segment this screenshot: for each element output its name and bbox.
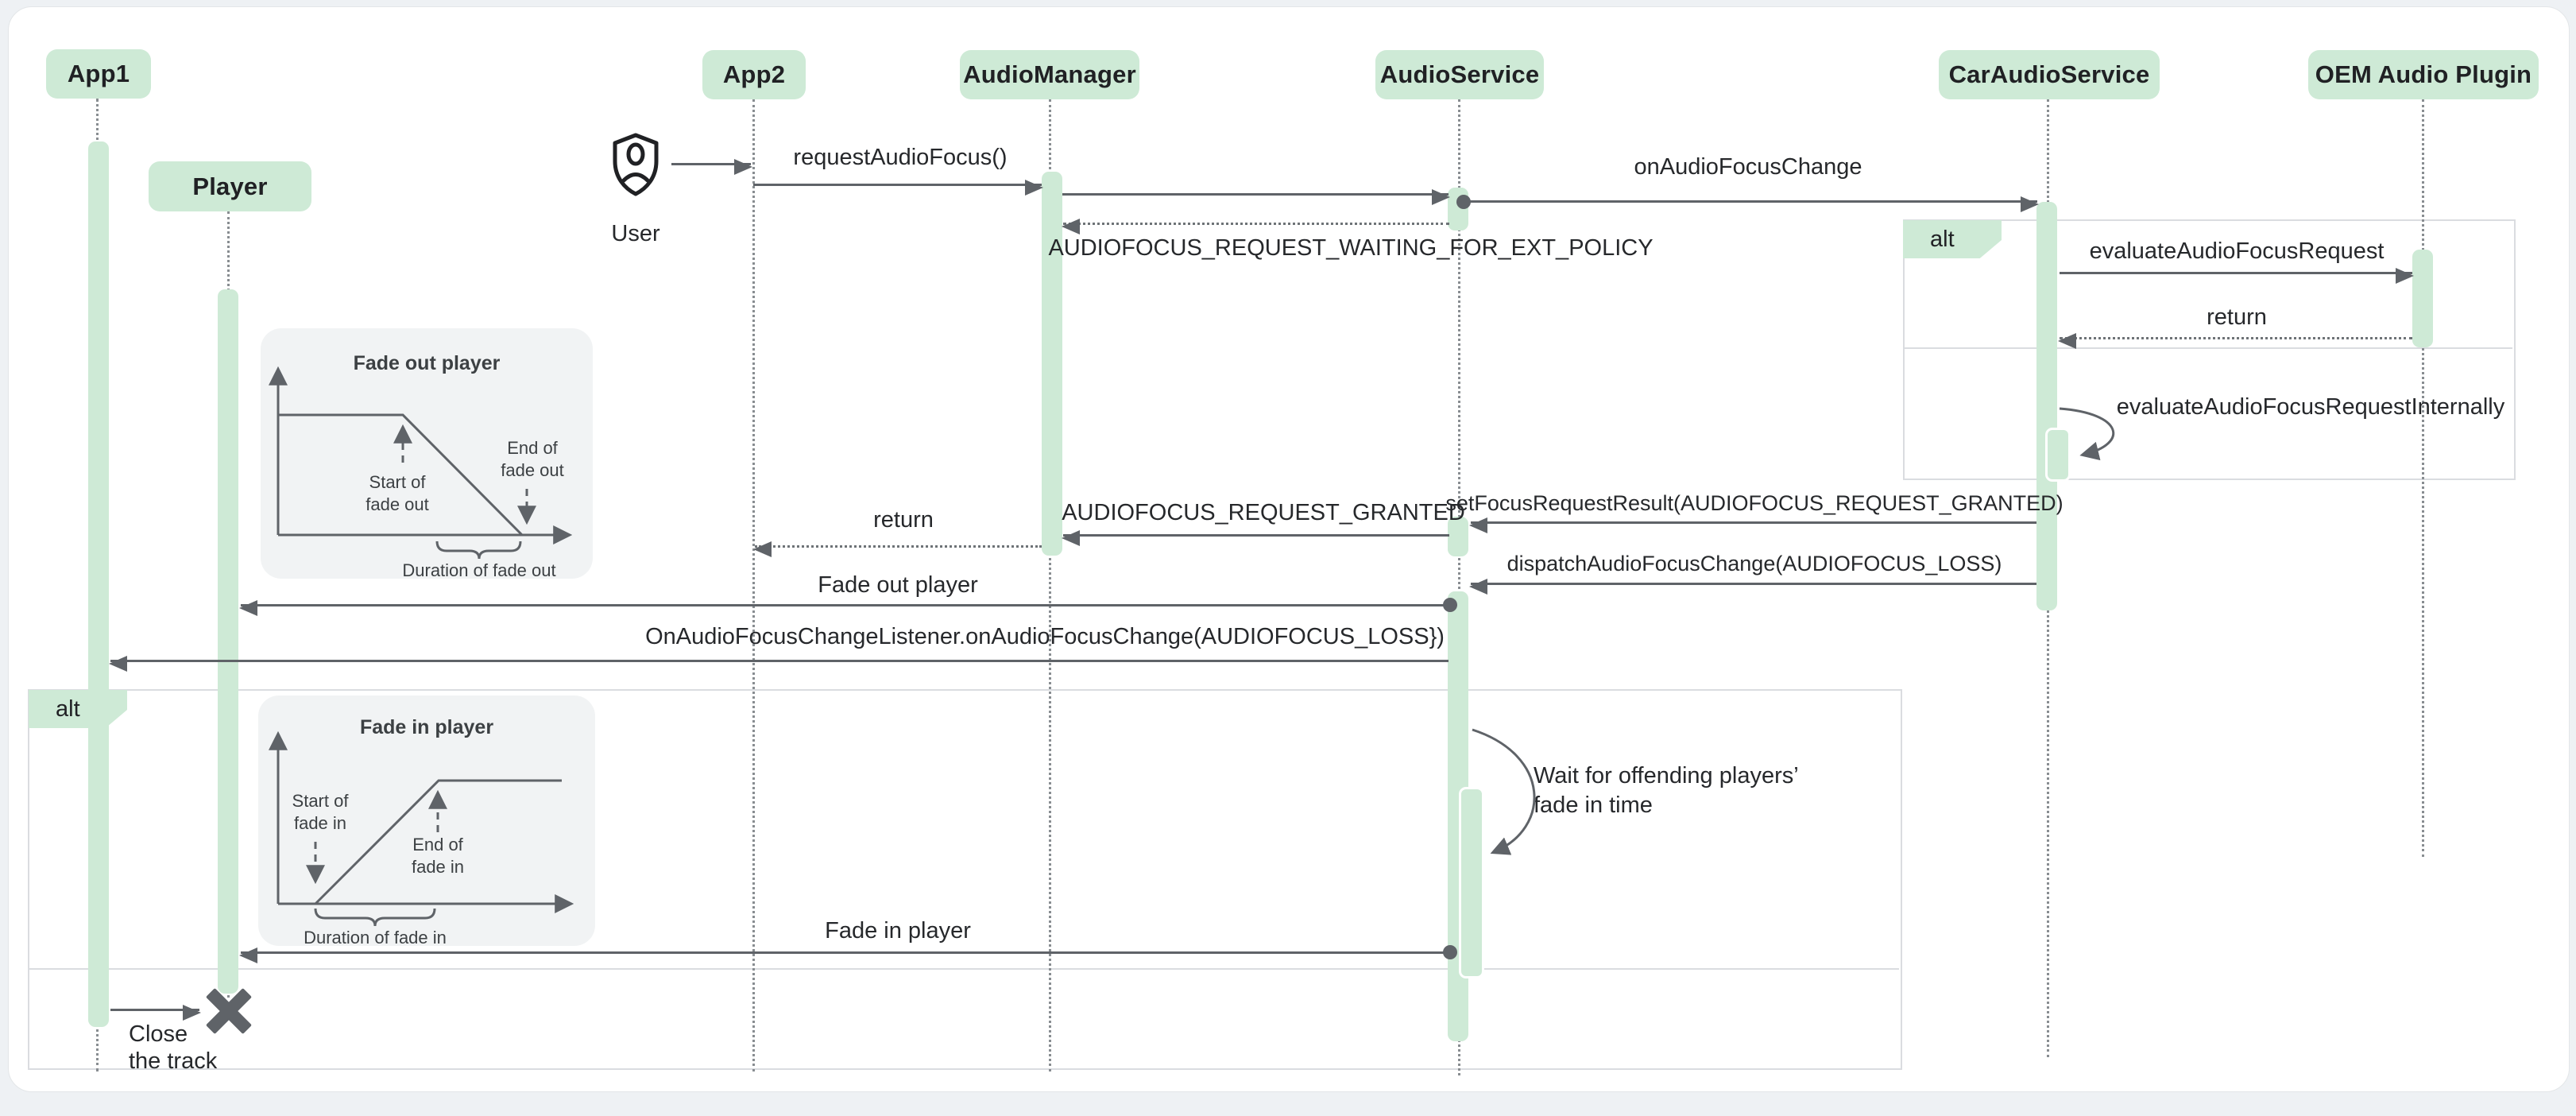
wait-note: Wait for offending players’ fade in time: [1534, 761, 1799, 820]
fade-out-inset: Fade out player Start of fade out End of…: [261, 328, 593, 580]
message-set-focus-result-label: setFocusRequestResult(AUDIOFOCUS_REQUEST…: [1445, 491, 2064, 515]
fade-in-duration-label: Duration of fade in: [304, 928, 447, 946]
fade-in-start-label: Start of: [292, 791, 350, 811]
lifeline-app2: [752, 99, 755, 1071]
wait-note-line2: fade in time: [1534, 792, 1653, 818]
fade-out-start-label: Start of: [369, 472, 427, 492]
actor-user-label: User: [611, 221, 660, 246]
fade-out-origin-dot: [1443, 598, 1457, 612]
fade-out-end-label: End of: [507, 438, 558, 458]
manager-to-service-arrow: [1062, 188, 1450, 205]
alt-fragment-top: [1903, 219, 2516, 480]
message-focus-change-listener-label: OnAudioFocusChangeListener.onAudioFocusC…: [645, 624, 1445, 649]
fade-in-origin-dot: [1443, 945, 1457, 959]
alt-fragment-top-label: alt: [1930, 226, 1955, 252]
fade-out-start-label2: fade out: [366, 494, 429, 514]
message-evaluate-return-arrow: [2058, 332, 2412, 349]
lifeline-audio-manager: [1049, 99, 1051, 1071]
participant-audio-service: AudioService: [1375, 50, 1544, 99]
activation-audio-manager: [1042, 172, 1062, 556]
participant-player: Player: [149, 161, 311, 211]
alt-fragment-bottom-chip: alt: [29, 690, 127, 728]
wait-note-line1: Wait for offending players’: [1534, 763, 1799, 789]
close-track-line1: Close: [129, 1021, 188, 1047]
message-fade-in-player-label: Fade in player: [825, 918, 971, 944]
participant-car-audio-service: CarAudioService: [1939, 50, 2160, 99]
alt-fragment-bottom-label: alt: [56, 696, 80, 722]
participant-app1: App1: [46, 49, 151, 99]
lifeline-audio-service: [1458, 99, 1460, 1075]
participant-car-audio-service-label: CarAudioService: [1948, 60, 2150, 88]
activation-app1: [88, 141, 109, 1027]
fade-in-inset: Fade in player Start of fade in End of f…: [258, 696, 595, 947]
participant-oem-audio-plugin-label: OEM Audio Plugin: [2315, 60, 2532, 88]
activation-player: [218, 289, 238, 994]
message-close-track-arrow: [110, 1004, 201, 1021]
participant-app1-label: App1: [67, 60, 130, 87]
user-to-app2-arrow: [671, 158, 752, 175]
message-fade-in-player-arrow: [239, 947, 1449, 963]
alt-fragment-bottom-divider: [28, 968, 1899, 970]
close-track-line2: the track: [129, 1048, 218, 1074]
activation-audio-service-1: [1448, 188, 1468, 231]
message-evaluate-internally-label: evaluateAudioFocusRequestInternally: [2116, 394, 2505, 420]
message-manager-return-arrow: [753, 541, 1042, 557]
message-fade-out-player-label: Fade out player: [818, 572, 978, 598]
message-request-granted-label: AUDIOFOCUS_REQUEST_GRANTED: [1062, 500, 1465, 525]
participant-audio-manager: AudioManager: [960, 50, 1139, 99]
activation-car-audio-service: [2036, 202, 2057, 610]
message-waiting-ext-policy-label: AUDIOFOCUS_REQUEST_WAITING_FOR_EXT_POLIC…: [1048, 235, 1654, 261]
activation-audio-service-2: [1448, 517, 1468, 556]
message-evaluate-return-label: return: [2207, 304, 2267, 330]
participant-app2-label: App2: [722, 60, 786, 88]
fade-in-end-label: End of: [412, 835, 463, 854]
alt-fragment-top-divider: [1903, 347, 2512, 349]
message-dispatch-focus-change-label: dispatchAudioFocusChange(AUDIOFOCUS_LOSS…: [1507, 552, 2002, 575]
destroy-x-icon: [205, 987, 253, 1035]
lifeline-oem-audio-plugin: [2422, 99, 2424, 857]
fade-out-end-label2: fade out: [501, 460, 564, 480]
message-manager-return-label: return: [873, 507, 934, 533]
message-waiting-ext-policy-arrow: [1062, 218, 1449, 234]
message-request-audio-focus-label: requestAudioFocus(): [793, 145, 1008, 170]
activation-oem-audio-plugin: [2412, 250, 2433, 347]
fade-in-start-label2: fade in: [294, 813, 346, 833]
alt-fragment-top-chip: alt: [1903, 220, 2002, 258]
activation-car-audio-service-internal: [2045, 428, 2071, 482]
fade-in-title: Fade in player: [360, 716, 493, 738]
participant-audio-service-label: AudioService: [1379, 60, 1540, 88]
message-fade-out-player-arrow: [239, 599, 1449, 616]
participant-player-label: Player: [192, 172, 268, 200]
message-evaluate-request-label: evaluateAudioFocusRequest: [2089, 238, 2385, 264]
message-dispatch-focus-change-arrow: [1469, 578, 2036, 595]
fade-out-chart: Fade out player Start of fade out End of…: [269, 352, 573, 580]
message-request-audio-focus-arrow: [753, 179, 1043, 196]
message-focus-change-listener-arrow: [109, 655, 1449, 672]
message-request-granted-arrow: [1062, 529, 1449, 546]
fade-out-title: Fade out player: [354, 352, 501, 374]
fade-out-duration-label: Duration of fade out: [402, 560, 555, 579]
close-track-label: Close the track: [129, 1021, 217, 1075]
participant-app2: App2: [702, 50, 806, 99]
activation-audio-service-wait: [1459, 787, 1484, 978]
fade-in-chart: Fade in player Start of fade in End of f…: [269, 716, 574, 947]
message-evaluate-request-arrow: [2060, 267, 2414, 284]
message-on-audio-focus-change-label: onAudioFocusChange: [1634, 154, 1862, 180]
alt-fragment-bottom: [28, 689, 1902, 1070]
participant-oem-audio-plugin: OEM Audio Plugin: [2308, 50, 2539, 99]
participant-audio-manager-label: AudioManager: [963, 60, 1136, 88]
message-set-focus-result-arrow: [1469, 517, 2036, 533]
on-audio-focus-change-origin-dot: [1456, 195, 1471, 209]
fade-in-end-label2: fade in: [412, 857, 464, 877]
message-on-audio-focus-change-arrow: [1468, 196, 2039, 212]
